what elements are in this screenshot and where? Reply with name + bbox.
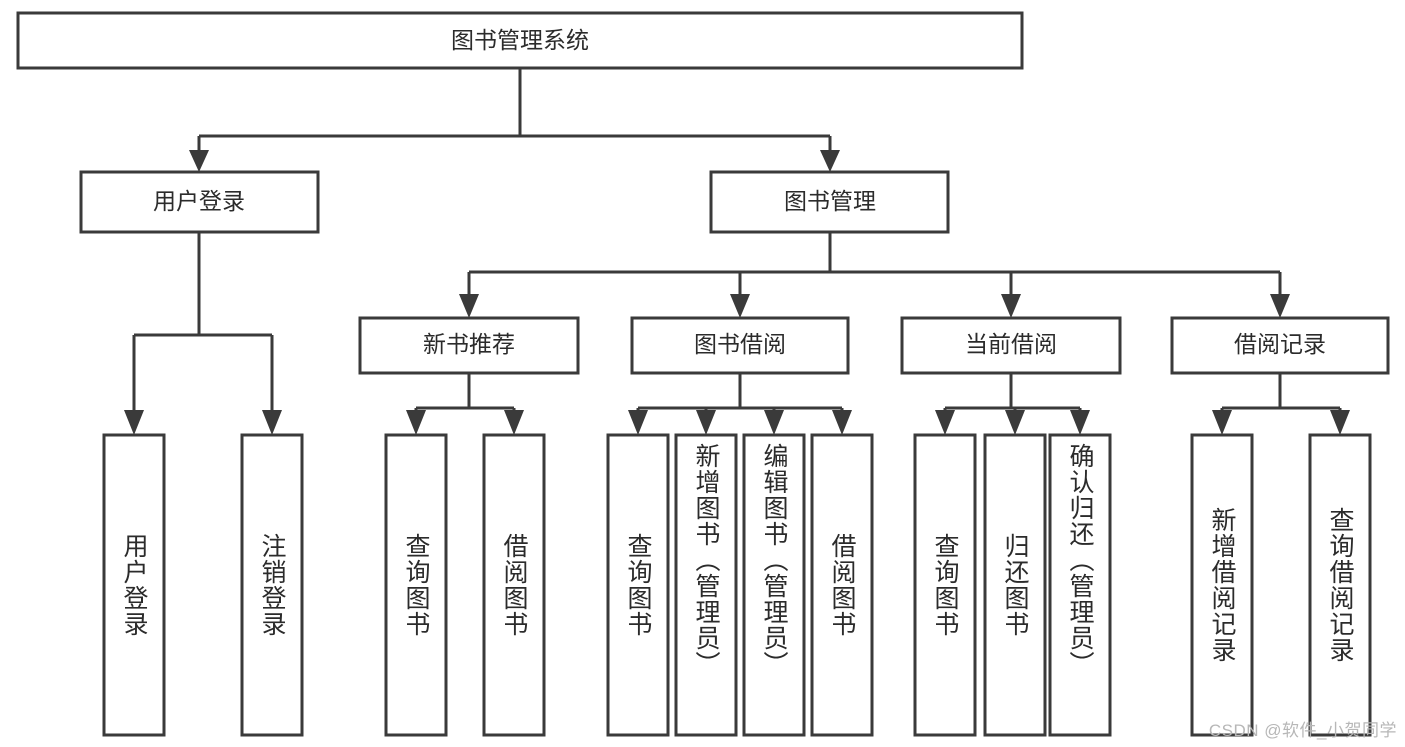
node-borrow-record[interactable]: 借阅记录 <box>1170 316 1390 375</box>
leaf-query-book-borrow-rect[interactable] <box>606 433 670 737</box>
arrow-head-icon <box>189 150 209 172</box>
leaf-query-book-recommend-rect[interactable] <box>384 433 448 737</box>
arrow-head-icon <box>459 294 479 318</box>
node-root-rect <box>16 11 1024 70</box>
leaf-confirm-return-admin-rect[interactable] <box>1048 433 1112 737</box>
node-root-label: 图书管理系统 <box>451 27 589 53</box>
node-book-management-rect <box>709 170 950 234</box>
arrow-head-icon <box>628 410 648 435</box>
connector-group-borrow-record <box>1212 373 1350 435</box>
arrow-head-icon <box>1270 294 1290 318</box>
leaf-query-book-current-rect[interactable] <box>913 433 977 737</box>
node-user-login[interactable]: 用户登录 <box>79 170 320 234</box>
node-new-book-recommend-rect <box>358 316 580 375</box>
node-borrow-record-rect <box>1170 316 1390 375</box>
leaf-borrow-book-rect[interactable] <box>810 433 874 737</box>
arrow-head-icon <box>832 410 852 435</box>
node-book-management-label: 图书管理 <box>784 188 876 214</box>
arrow-head-icon <box>1001 294 1021 318</box>
leaf-user-login-rect[interactable] <box>102 433 166 737</box>
connector-group-current-borrow <box>935 373 1090 435</box>
leaf-add-book-admin-rect[interactable] <box>674 433 738 737</box>
arrow-head-icon <box>1330 410 1350 435</box>
node-new-book-recommend[interactable]: 新书推荐 <box>358 316 580 375</box>
connector-group-user-login <box>124 232 282 435</box>
node-book-management[interactable]: 图书管理 <box>709 170 950 234</box>
leaf-borrow-book-recommend-rect[interactable] <box>482 433 546 737</box>
arrow-head-icon <box>406 410 426 435</box>
arrow-head-icon <box>124 410 144 435</box>
node-book-borrow-rect <box>630 316 850 375</box>
connector-group-book-management <box>459 232 1290 318</box>
connector-group-new-book-recommend <box>406 373 524 435</box>
node-user-login-label: 用户登录 <box>153 188 245 214</box>
arrow-head-icon <box>730 294 750 318</box>
leaf-boxes <box>102 433 1372 737</box>
node-current-borrow-label: 当前借阅 <box>965 331 1057 357</box>
node-borrow-record-label: 借阅记录 <box>1234 331 1326 357</box>
arrow-head-icon <box>1005 410 1025 435</box>
leaf-logout-login-rect[interactable] <box>240 433 304 737</box>
node-new-book-recommend-label: 新书推荐 <box>423 331 515 357</box>
arrow-head-icon <box>504 410 524 435</box>
leaf-return-book-rect[interactable] <box>983 433 1047 737</box>
node-current-borrow-rect <box>900 316 1122 375</box>
connector-group-root <box>189 68 840 172</box>
arrow-head-icon <box>935 410 955 435</box>
node-book-borrow[interactable]: 图书借阅 <box>630 316 850 375</box>
arrow-head-icon <box>1212 410 1232 435</box>
arrow-head-icon <box>764 410 784 435</box>
arrow-head-icon <box>820 150 840 172</box>
leaf-query-borrow-record-rect[interactable] <box>1308 433 1372 737</box>
node-current-borrow[interactable]: 当前借阅 <box>900 316 1122 375</box>
node-book-borrow-label: 图书借阅 <box>694 331 786 357</box>
node-user-login-rect <box>79 170 320 234</box>
leaf-edit-book-admin-rect[interactable] <box>742 433 806 737</box>
arrow-head-icon <box>1070 410 1090 435</box>
arrow-head-icon <box>696 410 716 435</box>
watermark-text: CSDN @软件_小贺同学 <box>1208 721 1397 740</box>
arrow-head-icon <box>262 410 282 435</box>
node-root[interactable]: 图书管理系统 <box>16 11 1024 70</box>
connector-group-book-borrow <box>628 373 852 435</box>
leaf-add-borrow-record-rect[interactable] <box>1190 433 1254 737</box>
